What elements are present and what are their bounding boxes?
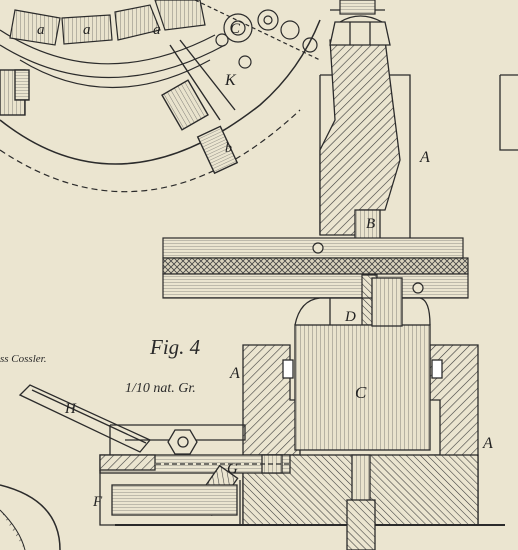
credit-fragment: ss Cossler. [0, 353, 46, 365]
label-g: G [227, 461, 238, 477]
label-k: K [224, 72, 237, 89]
lever-mechanism [0, 384, 291, 550]
label-h: H [64, 401, 77, 417]
horizontal-beam [162, 237, 469, 326]
label-a2: a [83, 22, 91, 38]
gear-assembly [0, 0, 385, 193]
label-b: B [366, 216, 375, 232]
label-f: F [92, 494, 103, 510]
label-a-right: A [482, 435, 493, 452]
label-a3: a [153, 22, 161, 38]
scale-note: 1/10 nat. Gr. [125, 381, 196, 396]
label-a-left: A [229, 365, 240, 382]
part-labels: a a a C K b A B D A C A H G F Fig. 4 1/1… [0, 21, 493, 510]
frame-a-upper [319, 15, 518, 241]
label-d: D [344, 309, 356, 325]
label-c: C [355, 383, 367, 402]
figure-label: Fig. 4 [149, 335, 201, 359]
piston-c [294, 277, 431, 550]
label-a1: a [37, 22, 45, 38]
label-a-upper: A [419, 149, 430, 166]
label-c-top: C [230, 21, 241, 37]
label-b-small: b [225, 141, 232, 156]
